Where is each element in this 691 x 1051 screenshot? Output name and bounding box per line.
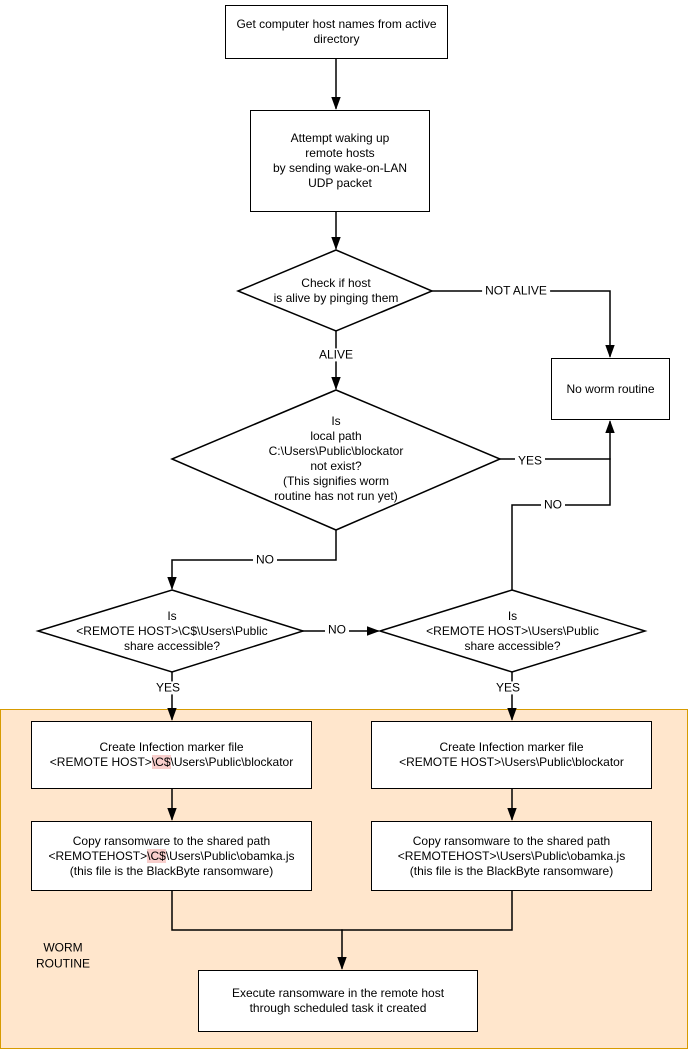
decision-share-c-shape — [35, 589, 306, 673]
node-create-marker-right: Create Infection marker file <REMOTE HOS… — [371, 721, 652, 789]
edge-label-no-local-path: NO — [253, 553, 277, 567]
node-execute-ransomware-text: Execute ransomware in the remote host th… — [231, 986, 445, 1015]
node-get-hosts: Get computer host names from active dire… — [225, 5, 448, 59]
node-copy-ransomware-left: Copy ransomware to the shared path <REMO… — [31, 821, 312, 891]
copy-ransomware-left-line3: (this file is the BlackByte ransomware) — [69, 863, 274, 878]
edge-label-no-share-c: NO — [325, 623, 349, 637]
copy-ransomware-right-path: <REMOTEHOST>\Users\Public\obamka.js — [397, 848, 626, 863]
node-no-worm-routine-text: No worm routine — [566, 381, 655, 396]
create-marker-left-path-pre: <REMOTE HOST> — [49, 755, 152, 769]
decision-check-alive-shape — [236, 249, 434, 332]
decision-share-c: Is <REMOTE HOST>\C$\Users\Public share a… — [48, 595, 296, 667]
node-get-hosts-text: Get computer host names from active dire… — [236, 17, 437, 46]
edge-label-alive: ALIVE — [315, 348, 357, 362]
create-marker-left-path-post: \Users\Public\blockator — [170, 755, 294, 769]
decision-share-text: Is <REMOTE HOST>\Users\Public share acce… — [426, 608, 599, 653]
decision-check-alive: Check if host is alive by pinging them — [240, 255, 432, 327]
node-wake-hosts: Attempt waking up remote hosts by sendin… — [250, 110, 430, 212]
edge-label-yes-share: YES — [492, 681, 524, 695]
edge-label-not-alive: NOT ALIVE — [482, 284, 550, 298]
node-create-marker-left: Create Infection marker file <REMOTE HOS… — [31, 721, 312, 789]
copy-ransomware-right-line1: Copy ransomware to the shared path — [412, 833, 611, 848]
edge-notalive-noworm — [431, 290, 610, 356]
node-copy-ransomware-right: Copy ransomware to the shared path <REMO… — [371, 821, 652, 891]
copy-ransomware-left-path-pre: <REMOTEHOST> — [48, 848, 148, 863]
decision-local-path-shape — [170, 389, 502, 531]
create-marker-left-line1: Create Infection marker file — [99, 740, 244, 754]
edge-copy-merge — [171, 890, 513, 931]
node-wake-hosts-text: Attempt waking up remote hosts by sendin… — [272, 131, 408, 190]
decision-local-path-text: Is local path C:\Users\Public\blockator … — [268, 414, 404, 503]
copy-ransomware-left-line1: Copy ransomware to the shared path — [72, 833, 271, 848]
decision-share: Is <REMOTE HOST>\Users\Public share acce… — [390, 595, 635, 667]
decision-share-shape — [377, 589, 648, 673]
node-no-worm-routine: No worm routine — [551, 358, 670, 420]
decision-check-alive-text: Check if host is alive by pinging them — [273, 276, 399, 305]
decision-local-path: Is local path C:\Users\Public\blockator … — [192, 400, 480, 518]
edge-label-yes-local-path: YES — [514, 454, 546, 468]
edge-label-yes-share-c: YES — [152, 681, 184, 695]
create-marker-right-path: <REMOTE HOST>\Users\Public\blockator — [399, 755, 624, 769]
copy-ransomware-left-path-post: \Users\Public\obamka.js — [165, 848, 295, 863]
create-marker-right-line1: Create Infection marker file — [439, 740, 584, 754]
decision-share-c-text: Is <REMOTE HOST>\C$\Users\Public share a… — [76, 608, 268, 653]
copy-ransomware-right-line3: (this file is the BlackByte ransomware) — [409, 863, 614, 878]
edge-label-no-share: NO — [541, 498, 565, 512]
create-marker-left-path-highlight: \C$ — [151, 755, 171, 769]
copy-ransomware-left-path-highlight: \C$ — [147, 848, 166, 863]
worm-routine-label: WORM ROUTINE — [36, 940, 90, 970]
node-execute-ransomware: Execute ransomware in the remote host th… — [198, 970, 478, 1032]
